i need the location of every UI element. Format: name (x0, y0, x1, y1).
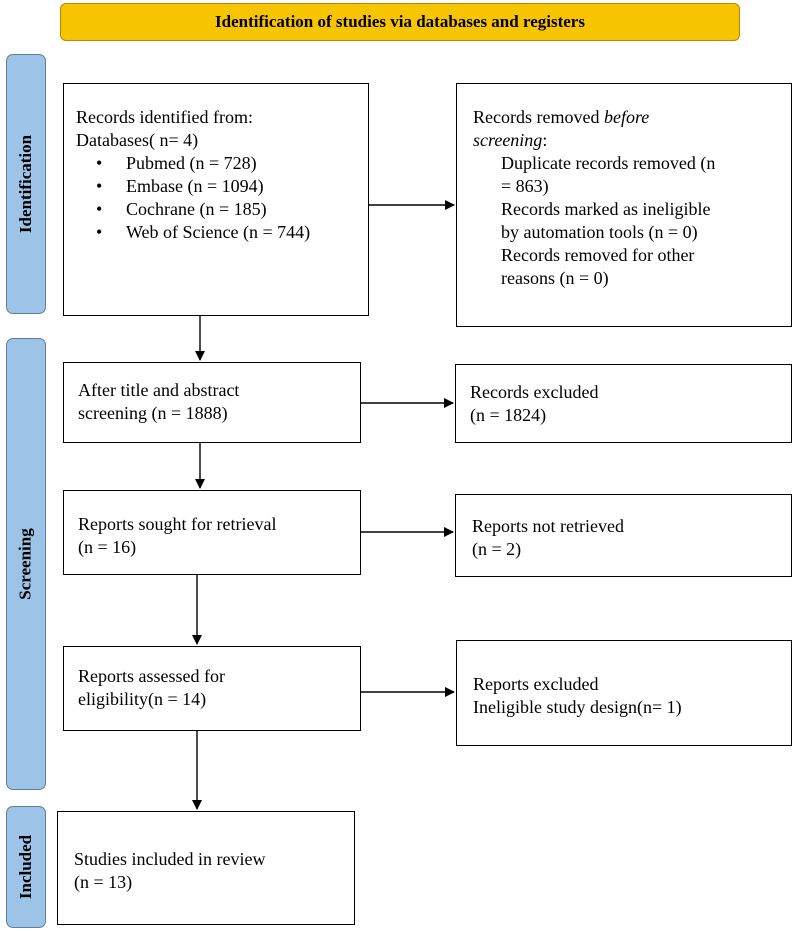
reports-not-retrieved-box: Reports not retrieved (n = 2) (455, 494, 792, 577)
records-removed-title-cont: screening: (473, 130, 548, 150)
bullet-icon: • (96, 222, 103, 242)
removed-line: Duplicate records removed (n (501, 153, 716, 173)
database-item: •Web of Science (n = 744) (76, 221, 360, 244)
diagram-title: Identification of studies via databases … (60, 3, 740, 41)
removed-line: Records marked as ineligible (501, 199, 711, 219)
removed-line: Records removed for other (501, 245, 695, 265)
records-removed-box: Records removed before screening: Duplic… (456, 83, 792, 327)
phase-identification: Identification (6, 54, 46, 314)
bullet-icon: • (96, 176, 103, 196)
records-identified-box: Records identified from: Databases( n= 4… (63, 83, 369, 316)
removed-line: = 863) (501, 176, 549, 196)
reports-assessed-box: Reports assessed for eligibility(n = 14) (63, 646, 361, 731)
reports-sought-box: Reports sought for retrieval (n = 16) (63, 490, 361, 575)
records-removed-details: Duplicate records removed (n = 863) Reco… (473, 152, 783, 290)
screened-box: After title and abstract screening (n = … (63, 362, 361, 443)
records-excluded-box: Records excluded (n = 1824) (455, 364, 792, 443)
phase-included: Included (6, 806, 46, 928)
bullet-icon: • (96, 153, 103, 173)
removed-line: reasons (n = 0) (501, 268, 609, 288)
reports-excluded-box: Reports excluded Ineligible study design… (456, 640, 792, 746)
database-item: •Cochrane (n = 185) (76, 198, 360, 221)
diagram-title-text: Identification of studies via databases … (215, 12, 585, 31)
database-item: •Pubmed (n = 728) (76, 152, 360, 175)
bullet-icon: • (96, 199, 103, 219)
database-list: •Pubmed (n = 728) •Embase (n = 1094) •Co… (76, 152, 360, 244)
database-item: •Embase (n = 1094) (76, 175, 360, 198)
records-identified-title: Records identified from: (76, 107, 253, 127)
phase-screening: Screening (6, 338, 46, 790)
records-removed-title: Records removed before (473, 107, 650, 127)
databases-count: Databases( n= 4) (76, 130, 199, 150)
studies-included-box: Studies included in review (n = 13) (57, 811, 355, 925)
removed-line: by automation tools (n = 0) (501, 222, 698, 242)
